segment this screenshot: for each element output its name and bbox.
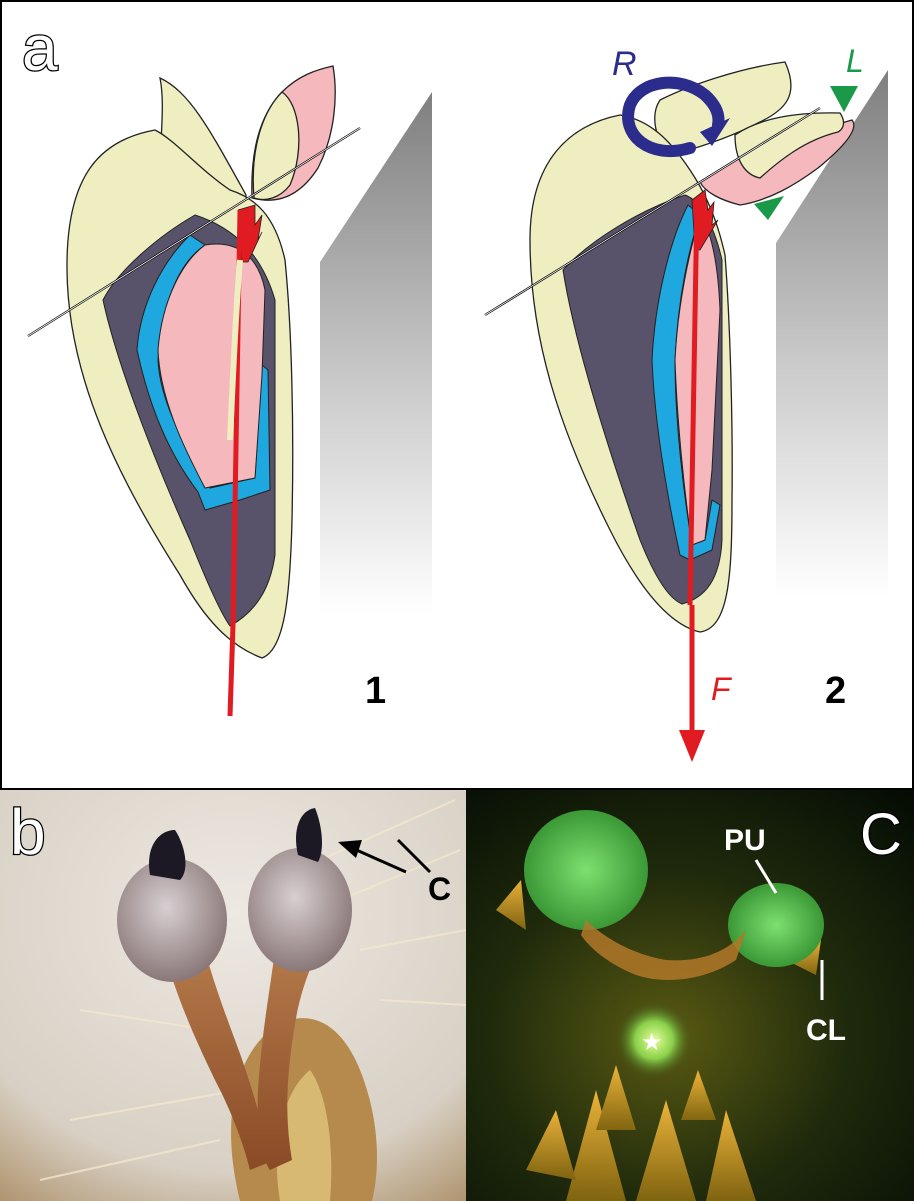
lateral-label: L — [846, 43, 864, 79]
panel-a-letter: a — [22, 12, 58, 84]
right-pulvillus — [728, 883, 824, 967]
panel-b-photo: b C — [0, 790, 466, 1201]
label-cl: CL — [806, 1014, 846, 1047]
label-c: C — [428, 871, 451, 907]
panel-b-letter: b — [10, 796, 46, 868]
panel-a-schematic: a 1 2 R L F — [0, 0, 914, 790]
stage-1-number: 1 — [365, 670, 386, 712]
stage-2-number: 2 — [825, 670, 846, 712]
right-pad — [248, 848, 352, 972]
star-icon: ★ — [641, 1029, 663, 1056]
panel-c-letter: C — [860, 802, 902, 867]
panel-c-photo: ★ PU CL C — [466, 790, 914, 1201]
left-pulvillus — [524, 810, 648, 930]
force-label: F — [711, 671, 733, 707]
label-pu: PU — [724, 824, 766, 857]
rotation-label: R — [612, 45, 637, 83]
